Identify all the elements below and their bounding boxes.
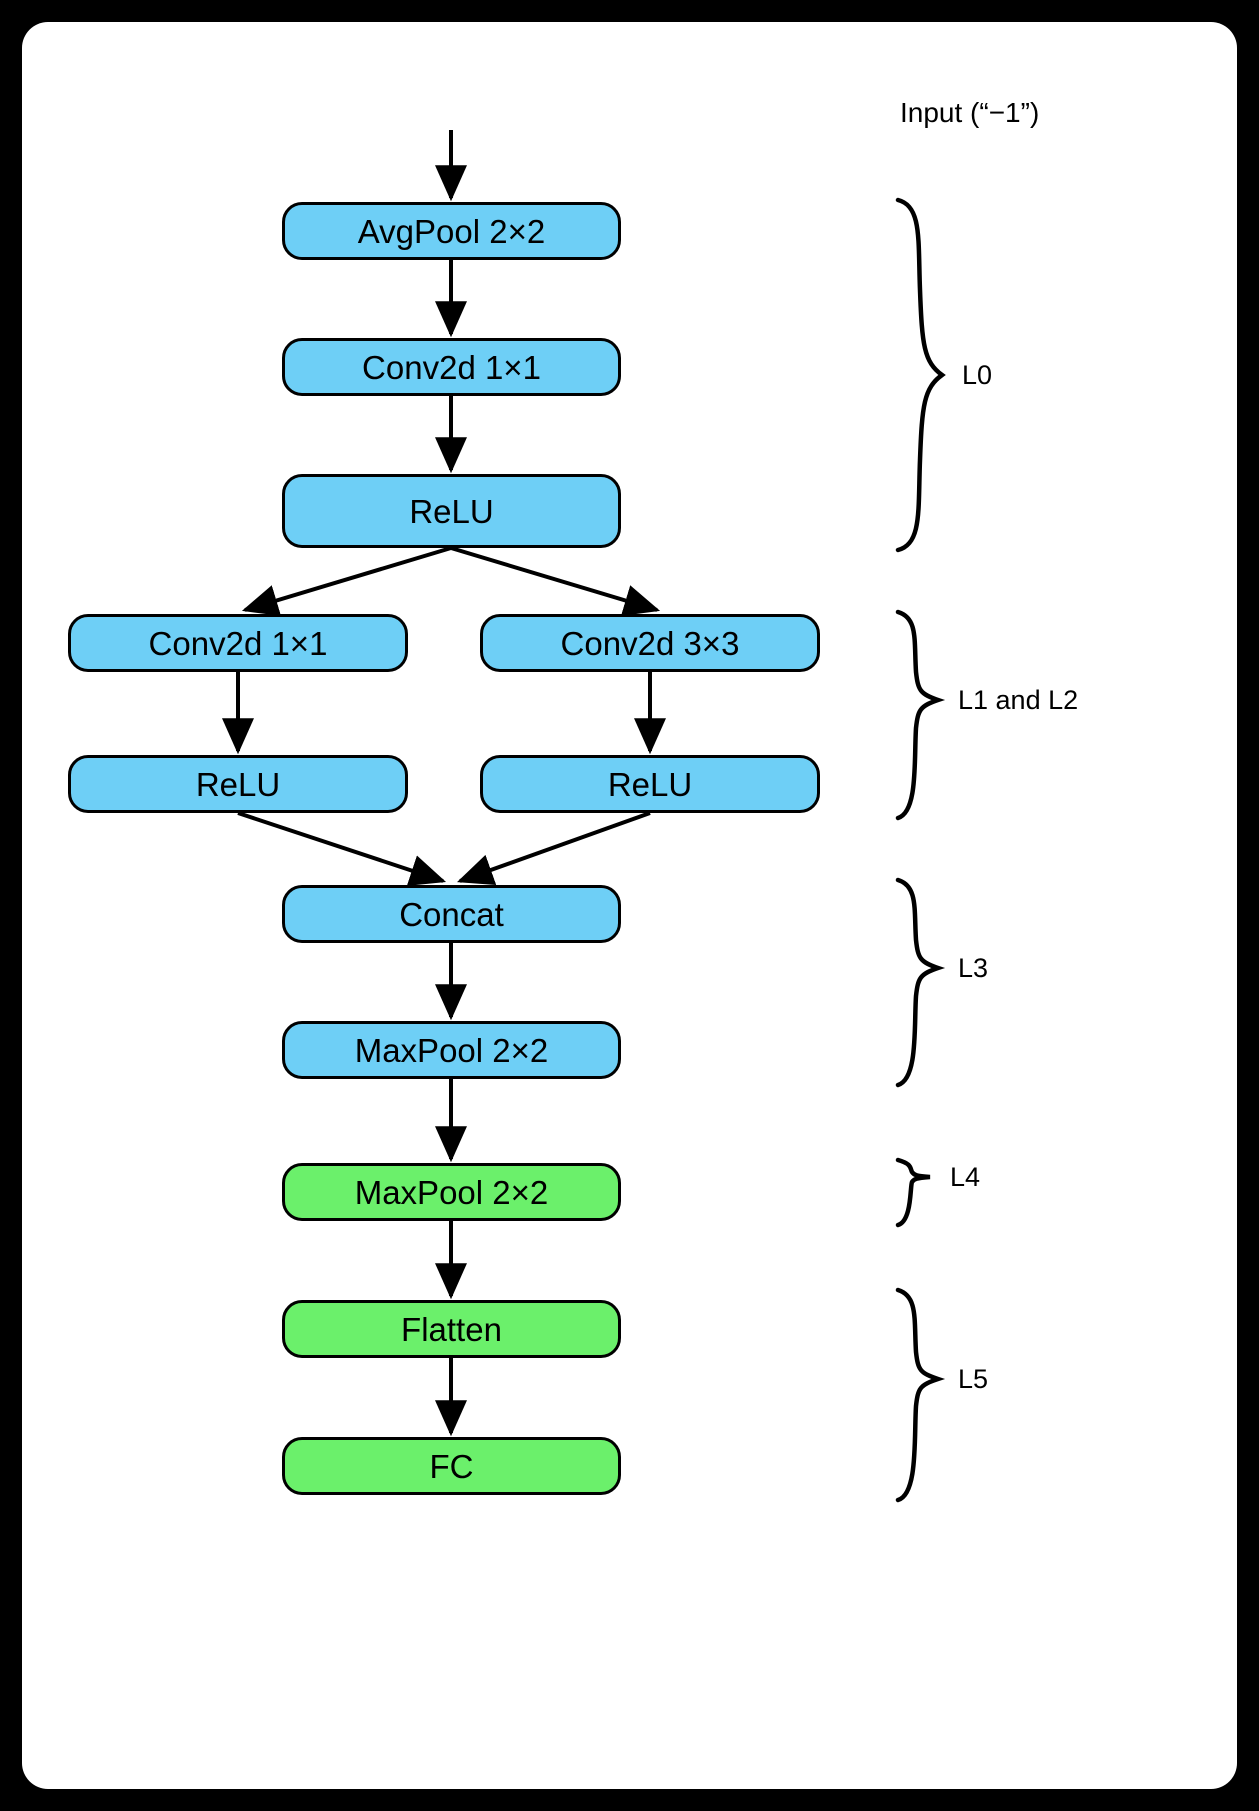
node-conv2d-1x1-stem[interactable]: Conv2d 1×1 [282, 338, 621, 396]
node-conv2d-3x3-branch-label: Conv2d 3×3 [560, 624, 740, 662]
group-label-l4: L4 [950, 1162, 981, 1192]
group-label-l3: L3 [958, 953, 989, 983]
node-relu-left-label: ReLU [195, 765, 281, 803]
node-avgpool-label: AvgPool 2×2 [357, 212, 546, 250]
node-flatten[interactable]: Flatten [282, 1300, 621, 1358]
node-relu-right-label: ReLU [607, 765, 693, 803]
node-conv2d-3x3-branch[interactable]: Conv2d 3×3 [480, 614, 820, 672]
node-relu-stem[interactable]: ReLU [282, 474, 621, 548]
node-fc[interactable]: FC [282, 1437, 621, 1495]
node-fc-label: FC [429, 1447, 474, 1485]
group-label-l0: L0 [962, 360, 993, 390]
input-label: Input (“−1”) [900, 97, 1040, 128]
node-concat[interactable]: Concat [282, 885, 621, 943]
node-maxpool-l4[interactable]: MaxPool 2×2 [282, 1163, 621, 1221]
node-concat-label: Concat [399, 895, 504, 933]
node-relu-stem-label: ReLU [409, 492, 494, 530]
node-relu-left[interactable]: ReLU [68, 755, 408, 813]
node-maxpool-l3[interactable]: MaxPool 2×2 [282, 1021, 621, 1079]
diagram-card [22, 22, 1237, 1789]
group-label-l1-l2: L1 and L2 [958, 685, 1079, 715]
node-relu-right[interactable]: ReLU [480, 755, 820, 813]
node-maxpool-l3-label: MaxPool 2×2 [354, 1031, 549, 1069]
node-conv2d-1x1-branch[interactable]: Conv2d 1×1 [68, 614, 408, 672]
node-conv2d-1x1-branch-label: Conv2d 1×1 [148, 624, 328, 662]
group-label-l5: L5 [958, 1364, 989, 1394]
node-conv2d-1x1-stem-label: Conv2d 1×1 [362, 348, 541, 386]
node-avgpool[interactable]: AvgPool 2×2 [282, 202, 621, 260]
node-maxpool-l4-label: MaxPool 2×2 [354, 1173, 549, 1211]
node-flatten-label: Flatten [401, 1310, 502, 1348]
